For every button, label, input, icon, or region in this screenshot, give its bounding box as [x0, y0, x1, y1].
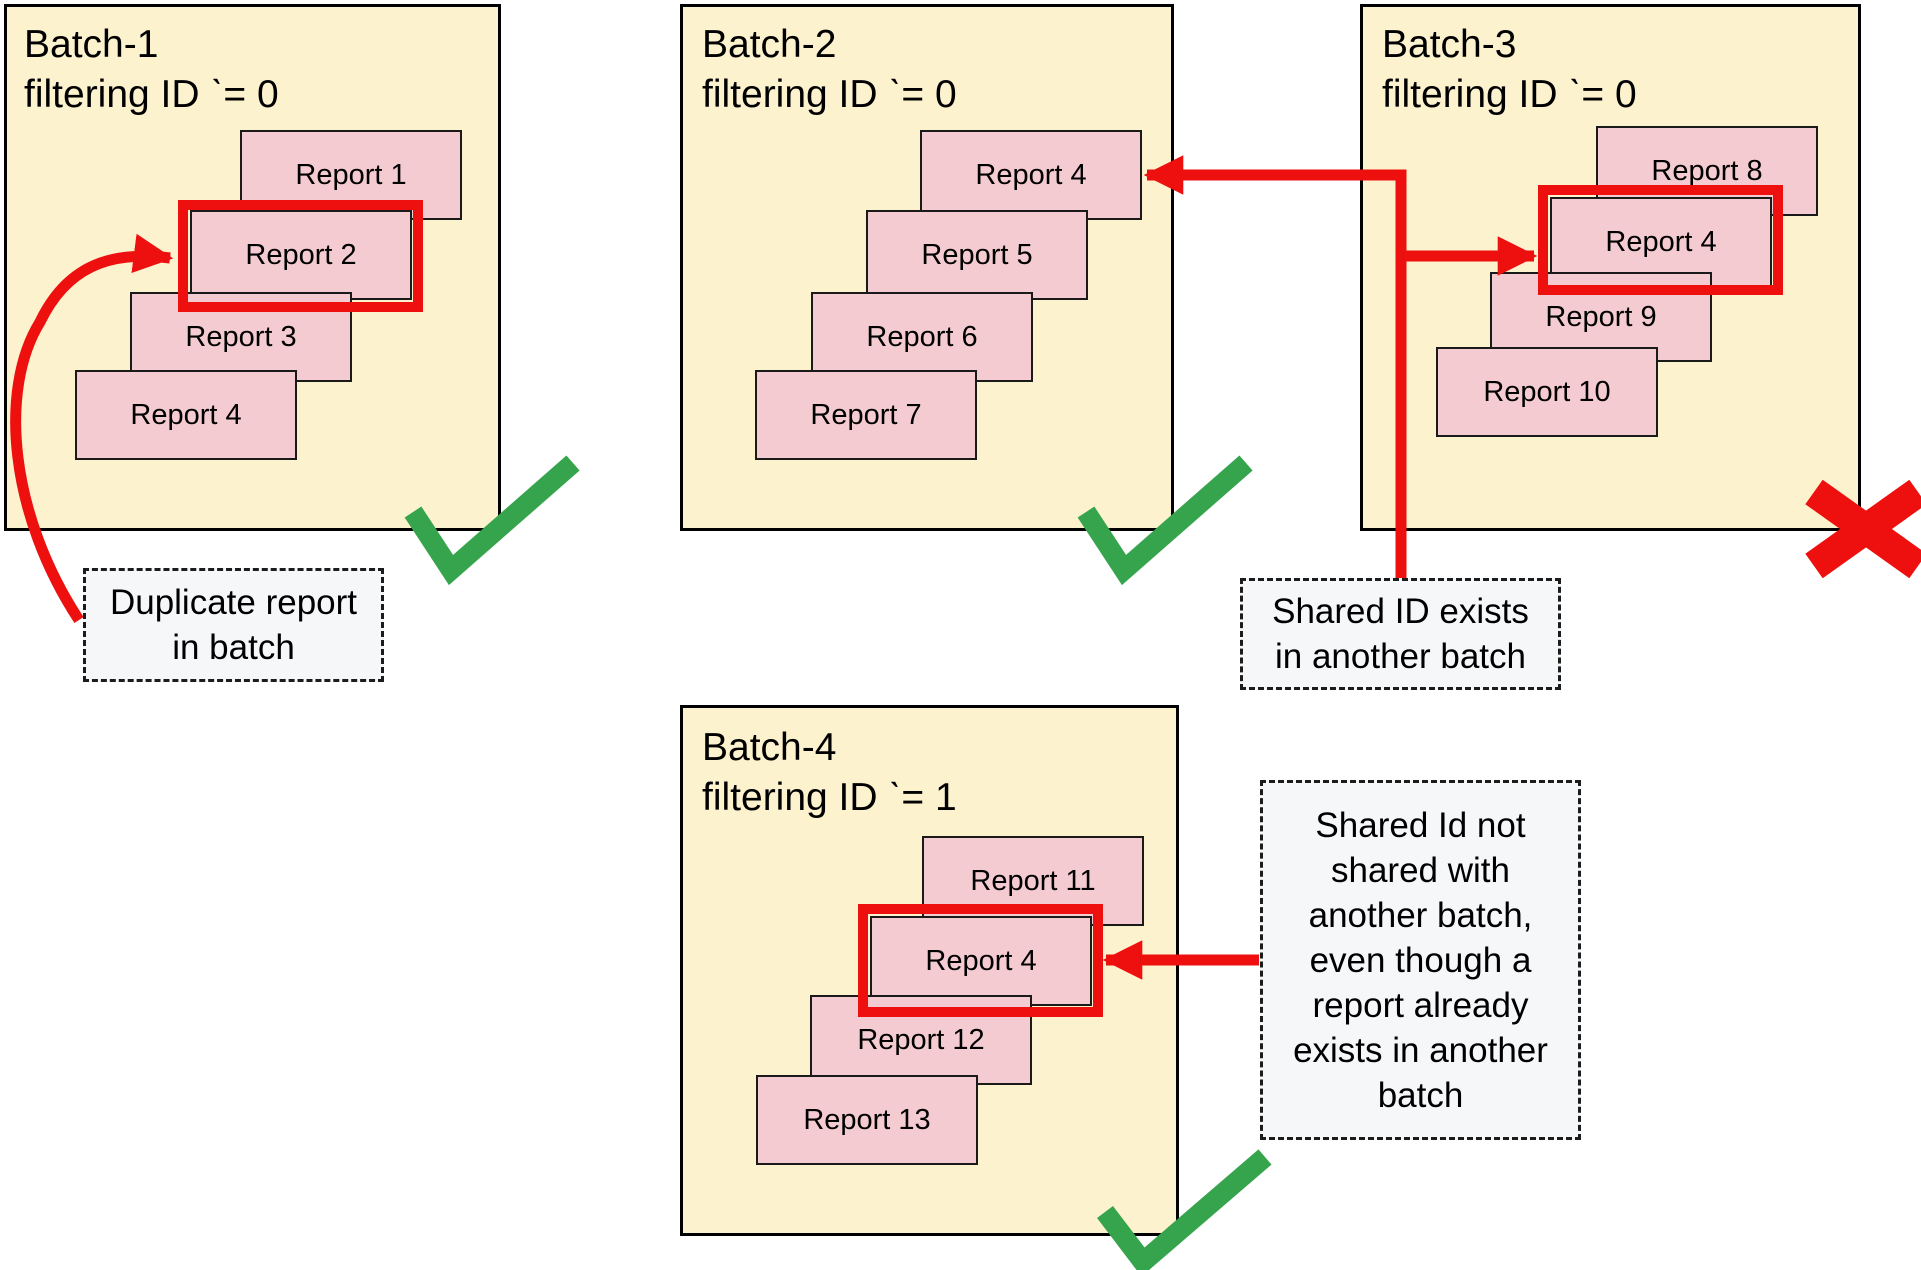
report-label: Report 4 — [130, 398, 242, 431]
report-label: Report 4 — [925, 944, 1037, 977]
note-line: report already — [1312, 985, 1529, 1025]
note-line: shared with — [1331, 850, 1510, 890]
batch-1-title-line2: filtering ID ˋ= 0 — [24, 73, 279, 116]
shared-id-exists-note: Shared ID exists in another batch — [1240, 578, 1561, 690]
report-label: Report 8 — [1651, 154, 1763, 187]
report-label: Report 12 — [857, 1023, 985, 1056]
batch-4-title: Batch-4 filtering ID ˋ= 1 — [702, 723, 957, 823]
note-line: exists in another — [1293, 1030, 1548, 1070]
b1-duplicate-highlight-frame — [178, 200, 423, 312]
batch-3-title-line2: filtering ID ˋ= 0 — [1382, 73, 1637, 116]
b3-shared-id-highlight-frame — [1538, 185, 1783, 295]
note-line: Duplicate report — [109, 583, 358, 622]
report-label: Report 6 — [866, 320, 978, 353]
report-label: Report 1 — [295, 158, 407, 191]
b2-report-5-card: Report 5 — [866, 210, 1088, 300]
report-label: Report 4 — [975, 158, 1087, 191]
note-line: in another batch — [1274, 637, 1526, 676]
duplicate-report-note: Duplicate report in batch — [83, 568, 384, 682]
report-label: Report 13 — [803, 1103, 931, 1136]
b4-shared-id-highlight-frame — [858, 904, 1103, 1017]
batch-4-title-line1: Batch-4 — [702, 726, 837, 769]
b2-report-7-card: Report 7 — [755, 370, 977, 460]
batch-1-title-line1: Batch-1 — [24, 23, 159, 66]
batch-2-title: Batch-2 filtering ID ˋ= 0 — [702, 20, 957, 120]
report-label: Report 3 — [185, 320, 297, 353]
note-line: in batch — [172, 628, 295, 667]
note-line: batch — [1377, 1075, 1464, 1115]
note-line: even though a — [1309, 940, 1532, 980]
report-label: Report 9 — [1545, 300, 1657, 333]
report-label: Report 11 — [970, 864, 1096, 897]
b2-report-4-card: Report 4 — [920, 130, 1142, 220]
b4-report-13-card: Report 13 — [756, 1075, 978, 1165]
batch-1-title: Batch-1 filtering ID ˋ= 0 — [24, 20, 279, 120]
b2-report-6-card: Report 6 — [811, 292, 1033, 382]
report-label: Report 4 — [1605, 225, 1717, 258]
b1-report-2-card: Report 2 — [190, 210, 412, 300]
batch-4-title-line2: filtering ID ˋ= 1 — [702, 776, 957, 819]
report-label: Report 5 — [921, 238, 1033, 271]
batch-2-title-line1: Batch-2 — [702, 23, 837, 66]
note-line: Shared Id not — [1315, 805, 1526, 845]
report-label: Report 2 — [245, 238, 357, 271]
b1-report-4-card: Report 4 — [75, 370, 297, 460]
report-label: Report 7 — [810, 398, 922, 431]
report-label: Report 10 — [1483, 375, 1611, 408]
note-line: Shared ID exists — [1272, 592, 1529, 631]
b3-report-10-card: Report 10 — [1436, 347, 1658, 437]
batch-3-title-line1: Batch-3 — [1382, 23, 1517, 66]
note-line: another batch, — [1308, 895, 1533, 935]
batch-2-title-line2: filtering ID ˋ= 0 — [702, 73, 957, 116]
not-shared-note: Shared Id not shared with another batch,… — [1260, 780, 1581, 1140]
batch-3-title: Batch-3 filtering ID ˋ= 0 — [1382, 20, 1637, 120]
